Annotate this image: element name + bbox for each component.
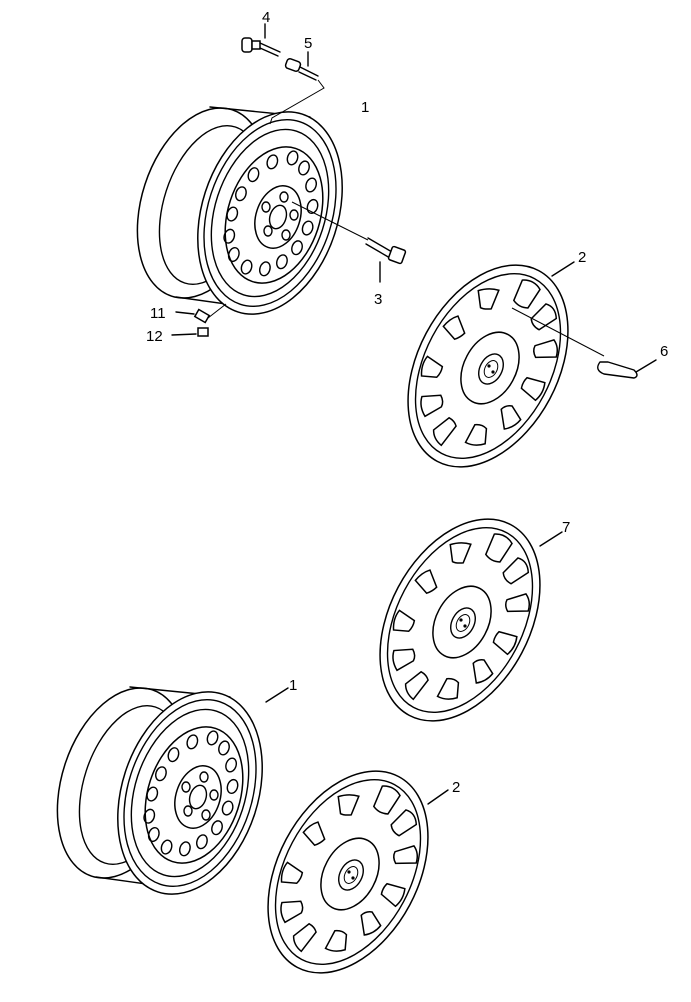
callout-balance-weight-b: 12 bbox=[146, 328, 163, 345]
callout-wheel-bolt: 3 bbox=[374, 291, 382, 308]
callout-rim-bottom: 1 bbox=[289, 677, 297, 694]
hook-tool bbox=[597, 359, 657, 379]
valve-insert bbox=[284, 51, 319, 81]
callout-balance-weight-a: 11 bbox=[150, 305, 166, 322]
callout-rim-top: 1 bbox=[361, 99, 369, 116]
valve-stem bbox=[241, 23, 281, 57]
steel-wheel-top bbox=[113, 90, 368, 334]
hubcap-bottom bbox=[234, 743, 462, 1001]
balance-weights bbox=[171, 303, 227, 337]
callout-hubcap-top: 2 bbox=[578, 249, 586, 266]
hubcap-top bbox=[374, 237, 602, 495]
steel-wheel-bottom bbox=[33, 670, 288, 914]
callout-valve-stem: 4 bbox=[262, 9, 270, 26]
wheel-bolt bbox=[291, 201, 407, 283]
hubcap-alt bbox=[346, 491, 574, 749]
callout-hubcap-bottom: 2 bbox=[452, 779, 460, 796]
callout-hook-tool: 6 bbox=[660, 343, 668, 360]
callout-valve-insert: 5 bbox=[304, 35, 312, 52]
callout-hubcap-alt: 7 bbox=[562, 519, 570, 536]
